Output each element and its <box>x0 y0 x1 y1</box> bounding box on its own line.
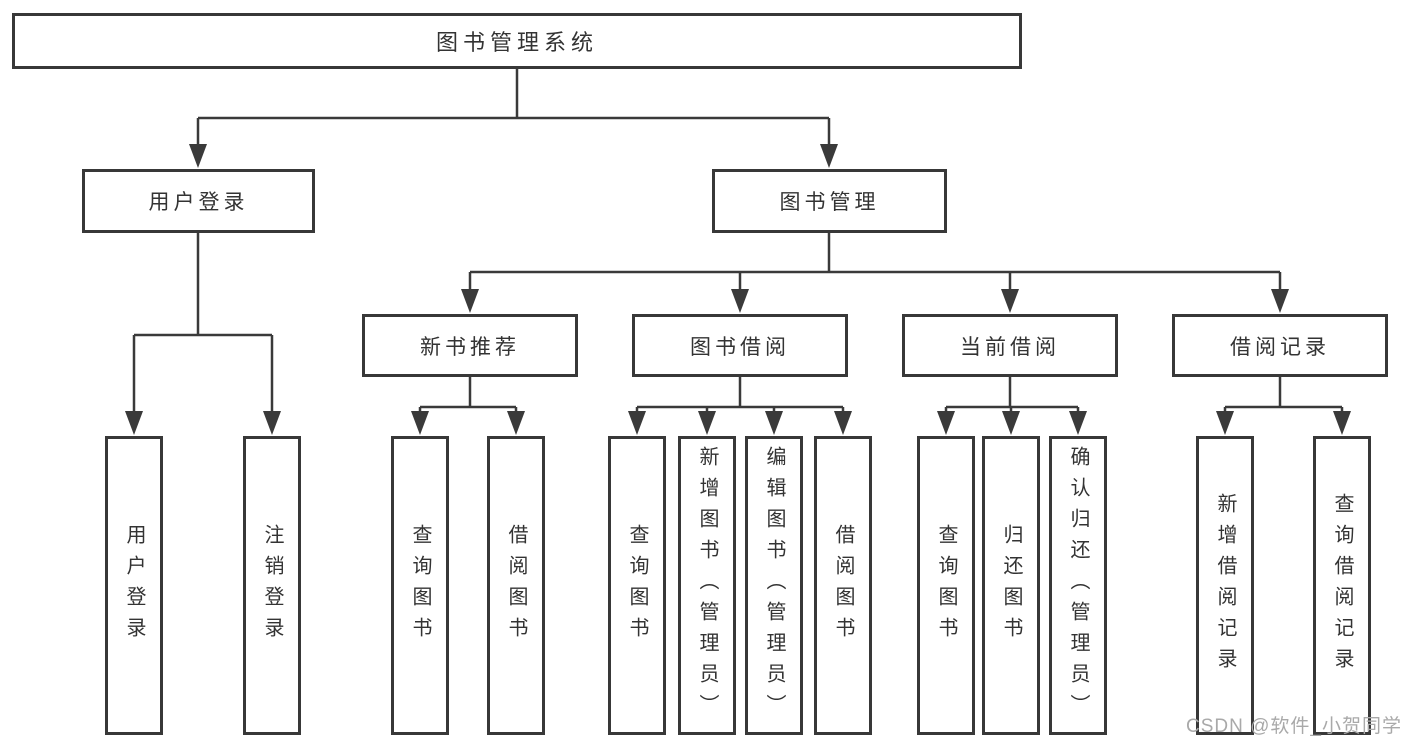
node-new-book-recommendation-label: 新书推荐 <box>420 335 520 359</box>
leaf-confirm-return-admin: 确认归还（管理员） <box>1049 436 1107 735</box>
leaf-add-borrow-record-label: 新增借阅记录 <box>1214 492 1236 679</box>
leaf-query-books-borrowing-label: 查询图书 <box>626 523 648 648</box>
node-library-system: 图书管理系统 <box>12 13 1022 69</box>
node-current-borrowing: 当前借阅 <box>902 314 1118 377</box>
leaf-borrow-books-borrowing: 借阅图书 <box>814 436 872 735</box>
node-new-book-recommendation: 新书推荐 <box>362 314 578 377</box>
leaf-confirm-return-admin-label: 确认归还（管理员） <box>1067 446 1089 725</box>
leaf-borrow-books-recommend: 借阅图书 <box>487 436 545 735</box>
leaf-logout-login-label: 注销登录 <box>261 523 283 648</box>
leaf-add-books-admin-label: 新增图书（管理员） <box>696 446 718 725</box>
leaf-query-books-borrowing: 查询图书 <box>608 436 666 735</box>
leaf-add-borrow-record: 新增借阅记录 <box>1196 436 1254 735</box>
leaf-edit-books-admin-label: 编辑图书（管理员） <box>763 446 785 725</box>
leaf-add-books-admin: 新增图书（管理员） <box>678 436 736 735</box>
leaf-query-borrow-record: 查询借阅记录 <box>1313 436 1371 735</box>
leaf-edit-books-admin: 编辑图书（管理员） <box>745 436 803 735</box>
leaf-borrow-books-borrowing-label: 借阅图书 <box>832 523 854 648</box>
node-current-borrowing-label: 当前借阅 <box>960 335 1060 359</box>
node-book-management: 图书管理 <box>712 169 947 233</box>
node-user-login-label: 用户登录 <box>148 191 249 214</box>
leaf-query-borrow-record-label: 查询借阅记录 <box>1331 492 1353 679</box>
node-borrowing-records-label: 借阅记录 <box>1230 335 1330 359</box>
node-borrowing-records: 借阅记录 <box>1172 314 1388 377</box>
node-user-login: 用户登录 <box>82 169 315 233</box>
leaf-query-books-current: 查询图书 <box>917 436 975 735</box>
leaf-logout-login: 注销登录 <box>243 436 301 735</box>
arrow-heads <box>125 144 1351 435</box>
leaf-return-books-label: 归还图书 <box>1000 523 1022 648</box>
leaf-query-books-recommend-label: 查询图书 <box>409 523 431 648</box>
leaf-user-login-label: 用户登录 <box>123 523 145 648</box>
leaf-borrow-books-recommend-label: 借阅图书 <box>505 523 527 648</box>
leaf-query-books-recommend: 查询图书 <box>391 436 449 735</box>
leaf-query-books-current-label: 查询图书 <box>935 523 957 648</box>
leaf-return-books: 归还图书 <box>982 436 1040 735</box>
node-book-borrowing-label: 图书借阅 <box>690 335 790 359</box>
node-library-system-label: 图书管理系统 <box>435 30 598 55</box>
leaf-user-login: 用户登录 <box>105 436 163 735</box>
node-book-management-label: 图书管理 <box>779 191 880 214</box>
watermark: CSDN @软件_小贺同学 <box>1186 716 1402 737</box>
node-book-borrowing: 图书借阅 <box>632 314 848 377</box>
